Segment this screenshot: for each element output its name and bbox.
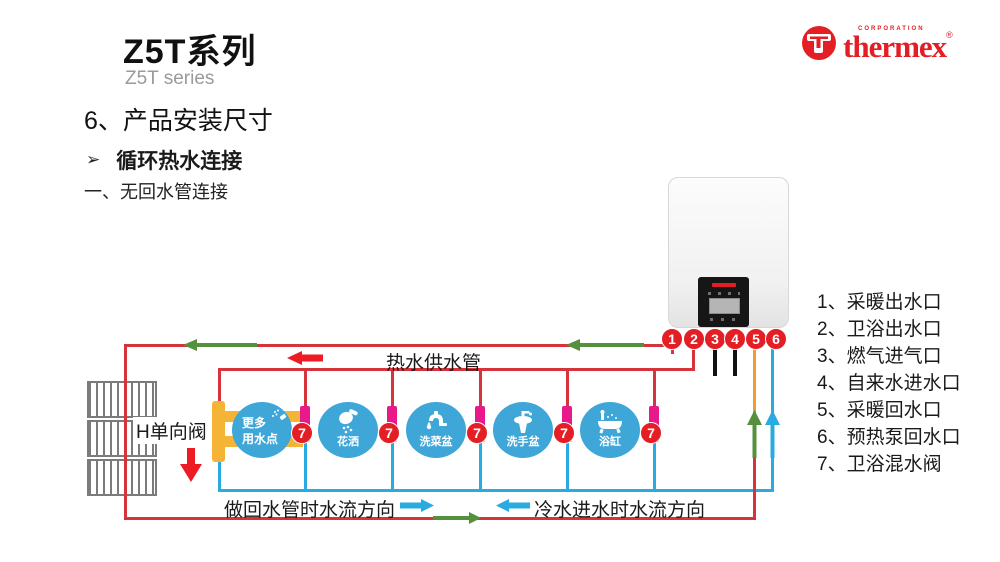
legend-item: 5、采暖回水口 bbox=[817, 400, 942, 421]
check-valve-fitting bbox=[212, 401, 225, 462]
fixture-label: 用水点 bbox=[242, 432, 279, 446]
port2-stub-pipe bbox=[692, 348, 695, 371]
fixture-cold-pipe bbox=[653, 442, 656, 491]
return-direction-arrow-right-icon bbox=[400, 499, 434, 512]
fixture-label: 洗手盆 bbox=[506, 436, 540, 448]
port-badge-1: 1 bbox=[661, 328, 683, 350]
arrowhead-bullet-icon: ➢ bbox=[86, 150, 101, 169]
fixture-label: 更多 bbox=[242, 416, 267, 430]
gas-inlet-stub bbox=[713, 348, 717, 376]
fixture-wash-basin: 洗手盆 bbox=[493, 402, 553, 458]
legend-item: 3、燃气进气口 bbox=[817, 346, 942, 367]
water-heater-unit bbox=[668, 177, 789, 328]
spray-icon bbox=[272, 409, 287, 420]
bath-hot-manifold-pipe bbox=[218, 368, 695, 371]
fixture-drop-pipe bbox=[218, 368, 221, 404]
thermex-logo: CORPORATION thermex ® bbox=[800, 24, 953, 62]
bullet-text-rest: 水连接 bbox=[179, 150, 243, 173]
fixture-drop-pipe bbox=[566, 368, 569, 408]
logo-brand-text: thermex bbox=[843, 29, 947, 64]
return-flow-arrow-right-icon bbox=[433, 512, 481, 524]
fixture-label: 浴缸 bbox=[599, 436, 621, 448]
fixture-cold-pipe bbox=[218, 460, 221, 491]
port-badge-4: 4 bbox=[724, 328, 746, 350]
radiator-flow-arrow-down-icon bbox=[180, 448, 202, 482]
hot-water-supply-label: 热水供水管 bbox=[386, 353, 482, 374]
port-badge-3: 3 bbox=[704, 328, 726, 350]
valve-badge-7: 7 bbox=[466, 422, 488, 444]
wash-basin-icon bbox=[514, 411, 532, 433]
fixture-drop-pipe bbox=[391, 368, 394, 408]
section-title: 6、产品安装尺寸 bbox=[84, 107, 273, 135]
thermex-monogram-icon bbox=[802, 26, 836, 60]
hot-supply-pipe-top bbox=[125, 344, 673, 347]
fixture-label: 洗菜盆 bbox=[419, 436, 453, 448]
heating-return-riser-red bbox=[753, 455, 756, 520]
radiator-panel bbox=[87, 381, 157, 418]
port-legend: 1、采暖出水口 2、卫浴出水口 3、燃气进气口 4、自来水进水口 5、采暖回水口… bbox=[817, 289, 961, 478]
heater-display bbox=[709, 298, 740, 314]
heating-return-riser-orange bbox=[753, 348, 756, 458]
page-subtitle: Z5T series bbox=[125, 68, 215, 89]
fixture-kitchen-sink: 洗菜盆 bbox=[406, 402, 466, 458]
fixture-cold-pipe bbox=[566, 442, 569, 491]
bullet-row: ➢ 循环热水连接 bbox=[86, 145, 242, 175]
kitchen-faucet-icon bbox=[426, 411, 447, 430]
preheat-return-arrow-up-icon bbox=[765, 410, 780, 458]
fixture-cold-pipe bbox=[391, 442, 394, 491]
fixture-label: 花洒 bbox=[337, 436, 359, 448]
hot-flow-arrow-left-icon bbox=[287, 351, 323, 365]
cold-inflow-label: 冷水进水时水流方向 bbox=[534, 500, 706, 521]
fixture-drop-pipe bbox=[653, 368, 656, 408]
heating-loop-left-pipe bbox=[124, 344, 127, 520]
shower-head-icon bbox=[339, 409, 358, 434]
heater-panel-buttons bbox=[710, 318, 738, 321]
fixture-more-water-points: 更多 用水点 bbox=[232, 402, 292, 458]
legend-item: 4、自来水进水口 bbox=[817, 373, 961, 394]
port-badge-2: 2 bbox=[683, 328, 705, 350]
logo-registered-mark: ® bbox=[946, 30, 953, 40]
tap-water-inlet-stub bbox=[733, 348, 737, 376]
page-title: Z5T系列 bbox=[123, 33, 257, 71]
subsection-title: 一、无回水管连接 bbox=[84, 182, 228, 202]
heater-brand-mark bbox=[712, 283, 736, 287]
flow-arrow-left-icon bbox=[566, 339, 644, 351]
flow-arrow-left-icon bbox=[183, 339, 257, 351]
cold-direction-arrow-left-icon bbox=[496, 499, 530, 512]
port-badge-5: 5 bbox=[745, 328, 767, 350]
valve-badge-7: 7 bbox=[640, 422, 662, 444]
bullet-text-bold: 循环热 bbox=[116, 150, 180, 173]
check-valve-label: H单向阀 bbox=[133, 417, 210, 444]
heating-return-arrow-up-icon bbox=[747, 410, 762, 458]
fixture-drop-pipe bbox=[304, 368, 307, 408]
legend-item: 6、预热泵回水口 bbox=[817, 427, 961, 448]
bullet-text: 循环热水连接 bbox=[116, 145, 242, 175]
port-badge-6: 6 bbox=[765, 328, 787, 350]
bathtub-icon bbox=[598, 410, 622, 434]
legend-item: 2、卫浴出水口 bbox=[817, 319, 942, 340]
fixture-cold-pipe bbox=[479, 442, 482, 491]
radiator-panel bbox=[87, 459, 157, 496]
heater-control-panel bbox=[698, 277, 749, 327]
logo-corporation-text: CORPORATION bbox=[858, 26, 925, 32]
cold-water-line bbox=[218, 489, 774, 492]
fixture-drop-pipe bbox=[479, 368, 482, 408]
heater-panel-buttons bbox=[708, 292, 740, 295]
legend-item: 7、卫浴混水阀 bbox=[817, 454, 942, 475]
valve-badge-7: 7 bbox=[553, 422, 575, 444]
fixture-bathtub: 浴缸 bbox=[580, 402, 640, 458]
valve-badge-7: 7 bbox=[378, 422, 400, 444]
legend-item: 1、采暖出水口 bbox=[817, 292, 942, 313]
fixture-cold-pipe bbox=[304, 442, 307, 491]
return-flow-label: 做回水管时水流方向 bbox=[224, 500, 396, 521]
valve-badge-7: 7 bbox=[291, 422, 313, 444]
fixture-shower: 花洒 bbox=[318, 402, 378, 458]
